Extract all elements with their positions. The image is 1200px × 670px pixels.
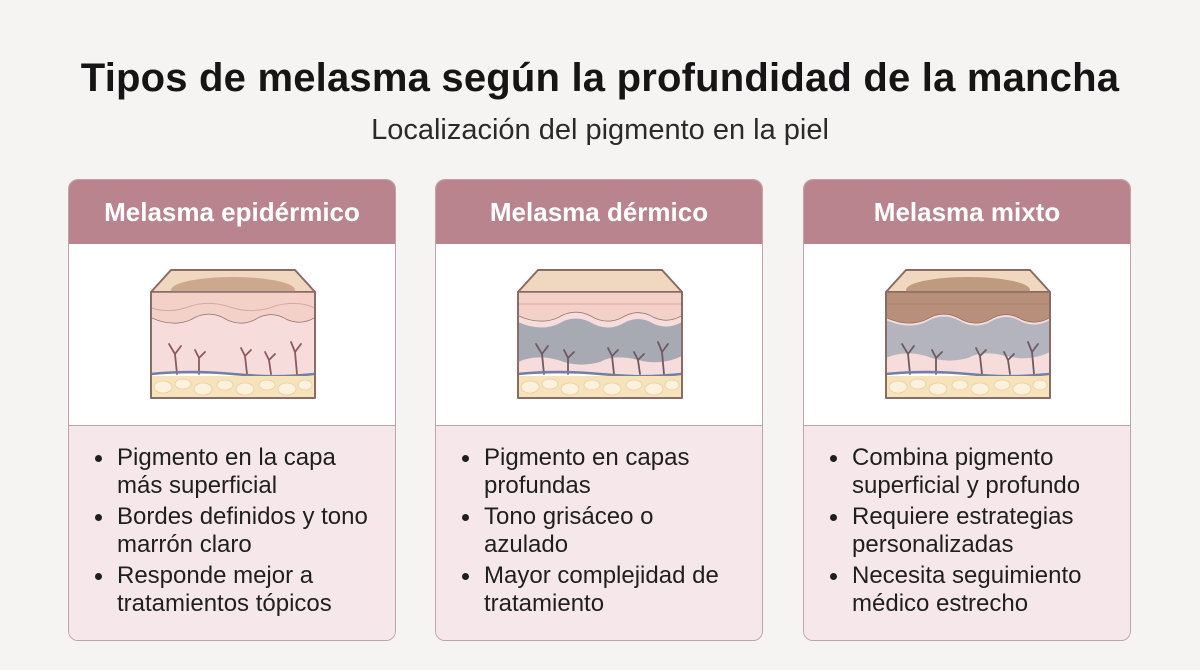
card-body: Combina pigmento superficial y profundo … <box>804 426 1130 640</box>
card-header: Melasma epidérmico <box>69 180 395 244</box>
skin-layers-epidermal-icon <box>69 244 395 426</box>
bullet-dot-icon <box>462 514 469 521</box>
list-item: Necesita seguimiento médico estrecho <box>830 562 1110 618</box>
bullet-dot-icon <box>462 455 469 462</box>
bullet-dot-icon <box>830 514 837 521</box>
card-header: Melasma dérmico <box>436 180 762 244</box>
page-title: Tipos de melasma según la profundidad de… <box>80 56 1120 100</box>
list-item: Combina pigmento superficial y profundo <box>830 444 1110 500</box>
list-item: Requiere estrategias personalizadas <box>830 503 1110 559</box>
skin-layers-dermal-icon <box>436 244 762 426</box>
card-mixed: Melasma mixto <box>803 179 1131 641</box>
skin-block <box>517 269 683 399</box>
card-body: Pigmento en capas profundas Tono grisáce… <box>436 426 762 640</box>
card-dermal: Melasma dérmico <box>435 179 763 641</box>
bullet-dot-icon <box>95 514 102 521</box>
card-body: Pigmento en la capa más superficial Bord… <box>69 426 395 640</box>
list-item: Pigmento en capas profundas <box>462 444 742 500</box>
bullet-dot-icon <box>95 455 102 462</box>
skin-block <box>150 269 316 399</box>
list-item: Mayor complejidad de tratamiento <box>462 562 742 618</box>
bullet-dot-icon <box>830 455 837 462</box>
list-item: Bordes definidos y tono marrón claro <box>95 503 375 559</box>
bullet-list: Pigmento en capas profundas Tono grisáce… <box>436 426 762 618</box>
bullet-dot-icon <box>830 573 837 580</box>
skin-layers-mixed-icon <box>804 244 1130 426</box>
skin-block <box>885 269 1051 399</box>
skin-diagram <box>517 269 683 399</box>
list-item: Responde mejor a tratamientos tópicos <box>95 562 375 618</box>
skin-diagram <box>885 269 1051 399</box>
page-subtitle: Localización del pigmento en la piel <box>371 114 829 146</box>
list-item: Tono grisáceo o azulado <box>462 503 742 559</box>
card-header: Melasma mixto <box>804 180 1130 244</box>
pigment-spot-gray <box>886 316 1050 361</box>
list-item: Pigmento en la capa más superficial <box>95 444 375 500</box>
bullet-list: Pigmento en la capa más superficial Bord… <box>69 426 395 618</box>
skin-diagram <box>150 269 316 399</box>
melasma-types: Melasma epidérmico <box>68 179 1132 643</box>
bullet-list: Combina pigmento superficial y profundo … <box>804 426 1130 618</box>
bullet-dot-icon <box>95 573 102 580</box>
bullet-dot-icon <box>462 573 469 580</box>
card-epidermal: Melasma epidérmico <box>68 179 396 641</box>
pigment-spot-gray <box>518 318 682 365</box>
